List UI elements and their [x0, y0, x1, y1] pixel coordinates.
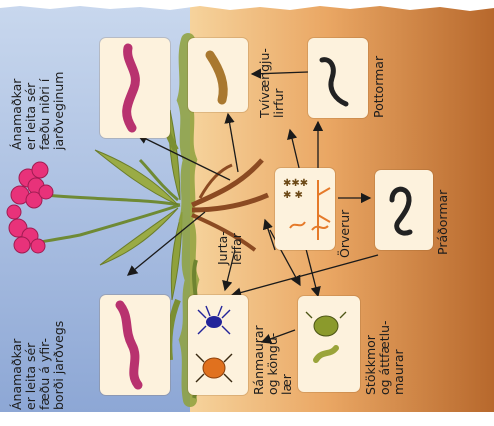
earthworm-icon — [120, 305, 138, 385]
label-potworms: Pottormar — [372, 56, 386, 118]
label-springtails-mites: Stökkmor og áttfætlu- maurar — [364, 321, 406, 396]
nematode-icon — [392, 189, 410, 233]
mite-icon — [196, 354, 232, 382]
label-earthworm-deep: Ánamaðkar er leita sér fæðu niðri í jarð… — [10, 72, 66, 150]
label-nematodes: Práðormar — [436, 190, 450, 255]
label-fly-larvae: Tvívængju- lirfur — [258, 48, 286, 118]
label-mites-spiders: Ránmaurar og köngu- lær — [252, 325, 294, 395]
potworm-icon — [322, 60, 346, 104]
label-earthworm-surface: Ánamaðkar er leita sér fæðu á yfir- borð… — [10, 321, 66, 410]
spider-icon — [198, 306, 230, 334]
svg-text:✱ ✱: ✱ ✱ — [283, 190, 303, 201]
microbes-icon: ✱✱✱ ✱ ✱ — [283, 178, 330, 240]
fly-larva-icon — [210, 55, 223, 100]
earthworm-icon — [127, 48, 136, 128]
springtail-icon — [306, 312, 346, 360]
label-microbes: Örverur — [338, 210, 352, 258]
svg-text:✱✱✱: ✱✱✱ — [283, 178, 308, 189]
label-plant-parts: Jurta- leifar — [216, 231, 244, 265]
